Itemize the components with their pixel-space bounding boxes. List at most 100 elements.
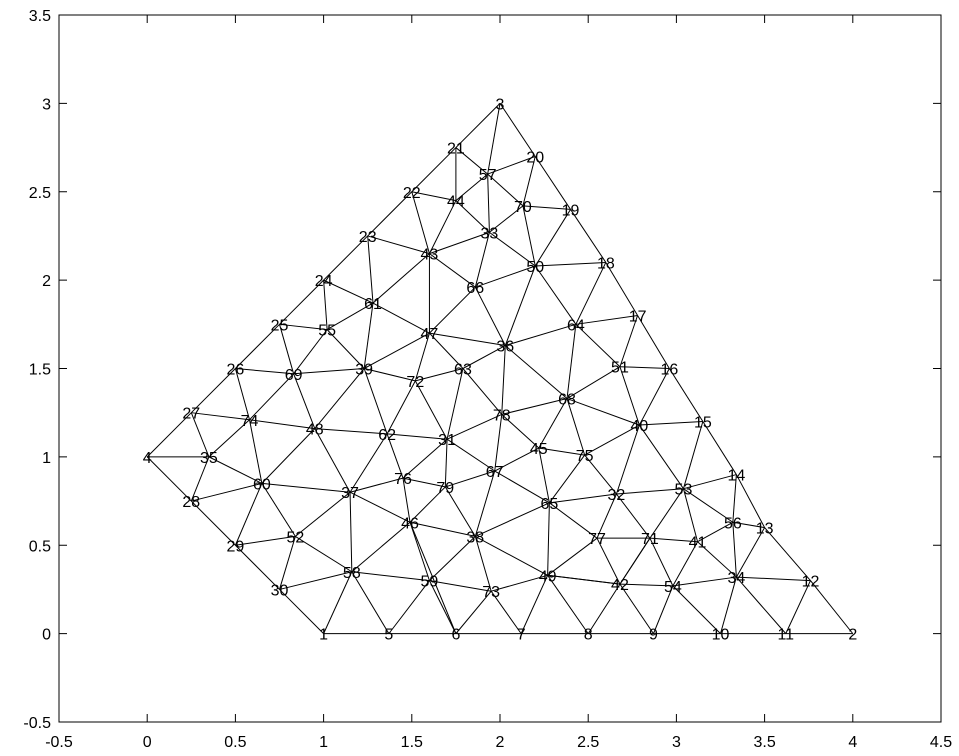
y-tick-label: 1.5 [29, 362, 51, 379]
mesh-edge [489, 205, 524, 233]
mesh-edge [462, 345, 506, 369]
mesh-edge [682, 421, 704, 489]
mesh-edge [367, 235, 374, 304]
mesh-edge [190, 456, 210, 502]
mesh-edge [475, 535, 548, 576]
x-tick-label: 4 [848, 734, 857, 751]
plot-frame [58, 14, 942, 723]
mesh-edge [474, 536, 492, 592]
mesh-edge [372, 253, 430, 304]
mesh-edge [619, 315, 639, 367]
mesh-edge [735, 474, 766, 528]
node-label: 21 [447, 141, 465, 158]
mesh-edge [444, 439, 448, 487]
mesh-edge [596, 493, 617, 539]
x-tick-label: 1.5 [401, 734, 423, 751]
node-label: 26 [227, 362, 245, 379]
node-label: 29 [227, 538, 245, 555]
mesh-edge [475, 502, 550, 537]
mesh-edge [575, 323, 621, 368]
mesh-edge [547, 502, 550, 576]
mesh-edge [522, 205, 536, 267]
mesh-edge [429, 332, 506, 347]
mesh-edge [279, 571, 352, 590]
mesh-edge [489, 231, 536, 267]
mesh-edge [314, 428, 388, 435]
mesh-edge [261, 428, 316, 484]
mesh-edge [735, 576, 787, 634]
mesh-edge [323, 279, 374, 304]
mesh-edge [249, 419, 315, 430]
node-label: 60 [253, 476, 271, 493]
mesh-edge [534, 265, 577, 325]
mesh-edge [190, 500, 236, 546]
mesh-edge [293, 368, 365, 375]
mesh-edge [619, 366, 640, 426]
mesh-edge [363, 303, 374, 369]
mesh-edge [494, 414, 503, 472]
mesh-edge [566, 324, 577, 399]
mesh-edge [351, 571, 430, 582]
mesh-edge [409, 522, 457, 634]
mesh-edge [764, 527, 811, 581]
mesh-edge [323, 571, 353, 634]
mesh-edge [455, 200, 490, 233]
mesh-edge [732, 521, 765, 529]
node-label: 63 [454, 362, 472, 379]
y-tick-label: 3 [42, 96, 51, 113]
node-label: 11 [777, 627, 794, 644]
node-label: 53 [675, 482, 693, 499]
node-label: 25 [271, 317, 289, 334]
mesh-edge [547, 575, 589, 634]
node-label: 31 [438, 432, 456, 449]
mesh-edge [732, 522, 737, 578]
mesh-edge [372, 302, 430, 334]
mesh-edge [619, 583, 673, 587]
mesh-edge [575, 314, 638, 325]
node-label: 39 [355, 362, 373, 379]
mesh-edge [314, 428, 351, 493]
mesh-edges [146, 103, 854, 635]
mesh-edge [402, 477, 446, 488]
y-tick-label: 3.5 [29, 8, 51, 25]
mesh-edge [548, 454, 586, 504]
mesh-edge [702, 421, 737, 475]
node-label: 45 [530, 441, 548, 458]
node-label: 20 [526, 149, 544, 166]
mesh-edge [697, 541, 737, 578]
node-label: 51 [611, 360, 629, 377]
mesh-edge [501, 398, 568, 415]
mesh-edge [349, 433, 388, 493]
x-tick-label: 0.5 [224, 734, 246, 751]
mesh-edge [411, 191, 456, 202]
node-label: 10 [712, 627, 730, 644]
mesh-edge [414, 380, 448, 440]
mesh-edge [487, 174, 490, 233]
node-label: 1 [319, 627, 328, 644]
mesh-edge [446, 413, 502, 440]
mesh-edge [474, 470, 496, 537]
mesh-edge [538, 398, 568, 449]
mesh-edge [649, 488, 684, 539]
mesh-edge [491, 574, 548, 592]
mesh-edge [474, 286, 506, 346]
mesh-edge [566, 398, 586, 456]
mesh-edge [234, 483, 263, 546]
node-label: 24 [315, 273, 333, 290]
mesh-edge [234, 368, 250, 420]
node-label: 69 [285, 367, 303, 384]
mesh-edge [672, 541, 699, 587]
mesh-edge [504, 265, 536, 346]
mesh-edge [326, 302, 374, 331]
mesh-edge [235, 368, 294, 375]
node-label: 72 [406, 374, 424, 391]
mesh-edge [522, 205, 571, 210]
mesh-edge [605, 262, 639, 316]
node-label: 5 [384, 627, 393, 644]
node-label: 38 [466, 529, 484, 546]
node-label: 36 [496, 339, 514, 356]
mesh-edge [295, 491, 351, 537]
node-label: 54 [664, 579, 682, 596]
y-tick-label: 0.5 [29, 538, 51, 555]
mesh-edge [649, 537, 698, 543]
